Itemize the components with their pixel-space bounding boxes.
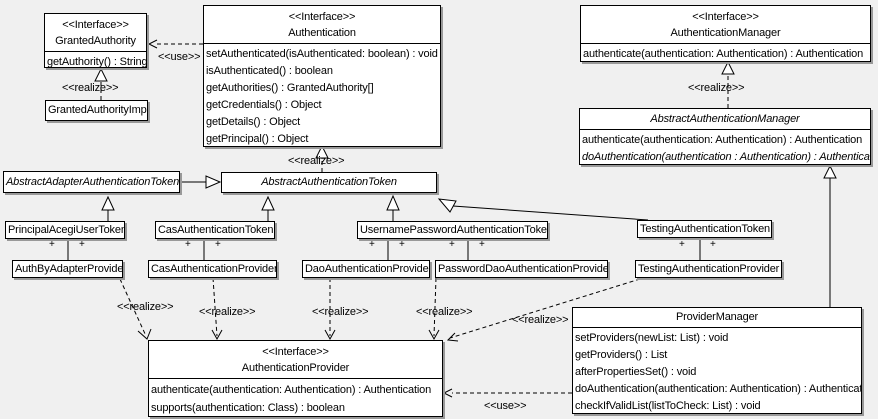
method: getProviders() : List	[575, 349, 668, 361]
method: getPrincipal() : Object	[206, 133, 309, 145]
method: authenticate(authentication: Authenticat…	[582, 134, 863, 146]
methods: authenticate(authentication: Authenticat…	[149, 379, 442, 416]
plus-adornment: +	[449, 239, 455, 250]
edge-realize-casprovider-authprovider	[211, 277, 223, 341]
realize-label: <<realize>>	[688, 82, 745, 94]
method: doAuthentication(authentication: Authent…	[575, 383, 862, 395]
class-principal-acegi-user-token[interactable]: PrincipalAcegiUserToken	[5, 221, 125, 239]
edge-realize-daoprovider-authprovider	[324, 278, 336, 341]
class-name: AbstractAuthenticationManager	[650, 113, 800, 125]
edge-use-providermanager-authprovider	[442, 388, 572, 398]
class-name: GrantedAuthority	[55, 35, 136, 47]
edge-realize-authbyadapter-authprovider	[119, 278, 152, 340]
edge-use-authentication-grantedauthority	[147, 39, 203, 49]
class-authentication[interactable]: <<Interface>> Authentication setAuthenti…	[203, 5, 441, 147]
class-granted-authority[interactable]: <<Interface>> GrantedAuthority getAuthor…	[44, 13, 147, 68]
methods: authenticate(authentication: Authenticat…	[581, 44, 870, 61]
plus-adornment: +	[369, 239, 375, 250]
stereotype: <<Interface>>	[62, 19, 129, 31]
realize-label: <<realize>>	[288, 155, 345, 167]
method: getCredentials() : Object	[206, 99, 322, 111]
method: setAuthenticated(isAuthenticated: boolea…	[206, 48, 438, 60]
edge-gen-abstractadapter-abstracttoken	[180, 175, 222, 189]
realize-label: <<realize>>	[512, 314, 569, 326]
method: getDetails() : Object	[206, 116, 301, 128]
method: authenticate(authentication: Authenticat…	[151, 384, 432, 396]
method: isAuthenticated() : boolean	[206, 65, 333, 77]
realize-label: <<realize>>	[62, 82, 119, 94]
realize-label: <<realize>>	[117, 301, 174, 313]
edge-realize-abstractauthenticationtoken	[315, 144, 329, 172]
method: getAuthority() : String	[47, 56, 147, 68]
edge-realize-abstractauthenticationmanager	[721, 60, 735, 108]
class-abstract-adapter-authentication-token[interactable]: AbstractAdapterAuthenticationToken	[3, 171, 180, 193]
class-dao-authentication-provider[interactable]: DaoAuthenticationProvider	[302, 260, 430, 278]
realize-label: <<realize>>	[416, 306, 473, 318]
plus-adornment: +	[679, 239, 685, 250]
class-name: AuthenticationManager	[670, 27, 781, 39]
edge-realize-testingprovider-authprovider	[446, 278, 641, 342]
method: doAuthentication(authentication : Authen…	[582, 151, 871, 163]
class-name: Authentication	[288, 27, 356, 39]
use-label: <<use>>	[484, 400, 527, 412]
realize-label: <<realize>>	[199, 306, 256, 318]
methods: setAuthenticated(isAuthenticated: boolea…	[204, 44, 440, 146]
class-password-dao-authentication-provider[interactable]: PasswordDaoAuthenticationProvider	[435, 260, 608, 278]
class-authentication-manager[interactable]: <<Interface>> AuthenticationManager auth…	[580, 5, 871, 62]
edge-realize-passworddao-authprovider	[428, 277, 440, 341]
plus-adornment: +	[710, 239, 716, 250]
class-header: <<Interface>> AuthenticationProvider	[149, 341, 442, 379]
plus-adornment: +	[215, 239, 221, 250]
edge-gen-cas-abstracttoken	[261, 195, 275, 221]
realize-label: <<realize>>	[312, 306, 369, 318]
plus-adornment: +	[479, 239, 485, 250]
class-granted-authority-impl[interactable]: GrantedAuthorityImpl	[45, 100, 148, 121]
edge-gen-providermanager-abstractmanager	[823, 164, 837, 307]
method: getAuthorities() : GrantedAuthority[]	[206, 82, 374, 94]
class-abstract-authentication-token[interactable]: AbstractAuthenticationToken	[221, 172, 437, 193]
methods: getAuthority() : String	[45, 52, 147, 68]
class-name: ProviderManager	[675, 311, 759, 323]
plus-adornment: +	[79, 239, 85, 250]
class-header: <<Interface>> Authentication	[204, 6, 440, 44]
class-header: ProviderManager	[573, 308, 861, 328]
class-provider-manager[interactable]: ProviderManager setProviders(newList: Li…	[572, 307, 862, 414]
stereotype: <<Interface>>	[262, 346, 329, 358]
class-cas-authentication-token[interactable]: CasAuthenticationToken	[155, 221, 275, 239]
stereotype: <<Interface>>	[288, 11, 356, 23]
methods: authenticate(authentication: Authenticat…	[580, 130, 871, 164]
class-header: <<Interface>> GrantedAuthority	[45, 14, 146, 52]
edge-gen-principal-abstractadapter	[101, 195, 115, 221]
edge-gen-testing-abstracttoken	[437, 198, 649, 221]
method: afterPropertiesSet() : void	[575, 366, 697, 378]
class-cas-authentication-provider[interactable]: CasAuthenticationProvider	[148, 260, 277, 278]
method: authenticate(authentication: Authenticat…	[583, 48, 864, 60]
use-label: <<use>>	[158, 51, 201, 63]
plus-adornment: +	[399, 239, 405, 250]
stereotype: <<Interface>>	[692, 11, 759, 23]
plus-adornment: +	[49, 239, 55, 250]
methods: setProviders(newList: List) : void getPr…	[573, 328, 862, 413]
class-header: <<Interface>> AuthenticationManager	[581, 6, 870, 44]
edge-gen-userpwd-abstracttoken	[386, 194, 400, 221]
class-authentication-provider[interactable]: <<Interface>> AuthenticationProvider aut…	[148, 340, 443, 417]
edge-realize-grantedauthorityimpl	[94, 67, 108, 100]
class-username-password-authentication-token[interactable]: UsernamePasswordAuthenticationToken	[357, 221, 548, 239]
method: setProviders(newList: List) : void	[575, 332, 729, 344]
class-abstract-authentication-manager[interactable]: AbstractAuthenticationManager authentica…	[579, 108, 871, 165]
class-name: AuthenticationProvider	[241, 362, 350, 374]
method: checkIfValidList(listToCheck: List) : vo…	[575, 400, 761, 412]
class-header: AbstractAuthenticationManager	[580, 109, 870, 130]
class-testing-authentication-provider[interactable]: TestingAuthenticationProvider	[635, 260, 782, 278]
class-testing-authentication-token[interactable]: TestingAuthenticationToken	[637, 220, 772, 238]
class-auth-by-adapter-provider[interactable]: AuthByAdapterProvider	[12, 260, 123, 278]
method: supports(authentication: Class) : boolea…	[151, 402, 345, 414]
plus-adornment: +	[185, 239, 191, 250]
